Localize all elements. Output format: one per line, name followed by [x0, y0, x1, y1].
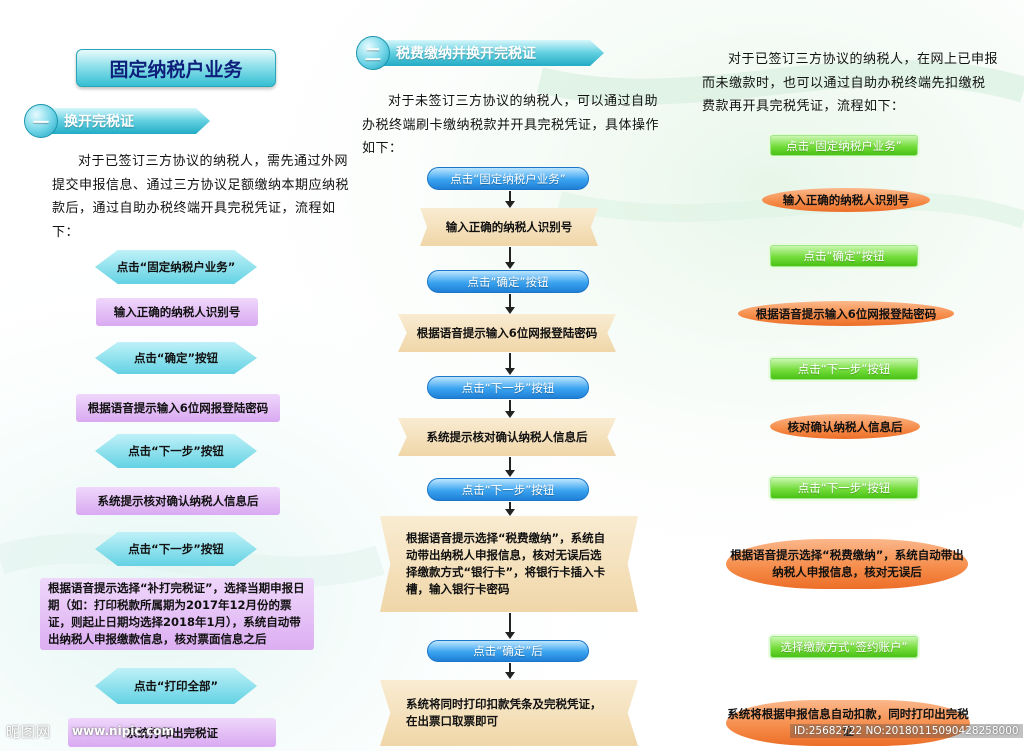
s2-arrow-1: [503, 191, 517, 208]
section3-intro: 对于已签订三方协议的纳税人，在网上已申报而未缴款时，也可以通过自助办税终端先扣缴…: [702, 52, 999, 114]
page-title: 固定纳税户业务: [76, 49, 276, 87]
s2-step-9: 点击“确定”后: [427, 640, 589, 662]
s2-arrow-7: [503, 502, 517, 516]
s2-step-6: 系统提示核对确认纳税人信息后: [398, 418, 616, 456]
s2-step-2: 输入正确的纳税人识别号: [420, 208, 598, 246]
s1-step-4: 根据语音提示输入6位网报登陆密码: [76, 394, 280, 422]
s3-step-3: 点击“确定”按钮: [770, 245, 918, 267]
s2-step-8: 根据语音提示选择“税费缴纳”，系统自动带出纳税人申报信息，核对无误后选择缴款方式…: [380, 516, 638, 612]
section2-heading: 税费缴纳并换开完税证: [382, 40, 604, 66]
s2-arrow-6: [503, 457, 517, 477]
watermark-site-name: 昵图网: [6, 725, 51, 741]
s1-step-7: 点击“下一步”按钮: [95, 532, 257, 566]
s1-step-3: 点击“确定”按钮: [95, 342, 257, 374]
s2-step-5: 点击“下一步”按钮: [427, 376, 589, 399]
s2-step-10: 系统将同时打印扣款凭条及完税凭证，在出票口取票即可: [380, 680, 638, 746]
s2-step-1: 点击“固定纳税户业务”: [427, 167, 589, 190]
s3-step-7: 点击“下一步”按钮: [770, 477, 918, 499]
s2-step-4: 根据语音提示输入6位网报登陆密码: [398, 314, 616, 352]
s3-step-6: 核对确认纳税人信息后: [770, 414, 920, 439]
s3-step-2: 输入正确的纳税人识别号: [762, 188, 930, 212]
s1-step-6: 系统提示核对确认纳税人信息后: [76, 487, 280, 515]
s3-step-1: 点击“固定纳税户业务”: [770, 135, 918, 156]
section2-banner: 二 税费缴纳并换开完税证: [356, 36, 604, 70]
s2-step-7: 点击“下一步”按钮: [427, 478, 589, 501]
s3-step-5: 点击“下一步”按钮: [770, 358, 918, 380]
section1-intro: 对于已签订三方协议的纳税人，需先通过外网提交申报信息、通过三方协议足额缴纳本期应…: [52, 154, 350, 240]
section1-heading: 换开完税证: [50, 108, 210, 134]
section2-intro: 对于未签订三方协议的纳税人，可以通过自助办税终端刷卡缴纳税款并开具完税凭证，具体…: [362, 94, 660, 156]
s1-step-1: 点击“固定纳税户业务”: [95, 250, 257, 284]
s1-step-2: 输入正确的纳税人识别号: [96, 298, 258, 326]
s2-arrow-5: [503, 400, 517, 418]
s1-step-8: 根据语音提示选择“补打完税证”，选择当期申报日期（如：打印税款所属期为2017年…: [40, 578, 314, 650]
section2-number: 二: [356, 36, 390, 70]
s1-step-10: 系统打印出完税证: [68, 718, 276, 747]
s3-step-9: 选择缴款方式“签约账户”: [770, 636, 918, 658]
s3-step-8: 根据语音提示选择“税费缴纳”，系统自动带出纳税人申报信息，核对无误后: [726, 539, 968, 589]
s3-step-4: 根据语音提示输入6位网报登陆密码: [738, 301, 954, 326]
s3-step-10: 系统将根据申报信息自动扣款，同时打印出完税证: [726, 700, 970, 746]
s2-arrow-2: [503, 247, 517, 269]
s1-step-9: 点击“打印全部”: [95, 668, 257, 704]
s2-arrow-9: [503, 663, 517, 679]
s1-step-5: 点击“下一步”按钮: [95, 434, 257, 468]
s2-step-3: 点击“确定”按钮: [427, 270, 589, 293]
watermark-site-url: www.nipic.com: [72, 724, 174, 738]
s2-arrow-3: [503, 294, 517, 314]
watermark-id: ID:25682722 NO:20180115090428258000: [790, 724, 1023, 738]
section1-number: 一: [24, 104, 58, 138]
s2-arrow-4: [503, 353, 517, 375]
s2-arrow-8: [503, 613, 517, 639]
section1-banner: 一 换开完税证: [24, 104, 210, 138]
